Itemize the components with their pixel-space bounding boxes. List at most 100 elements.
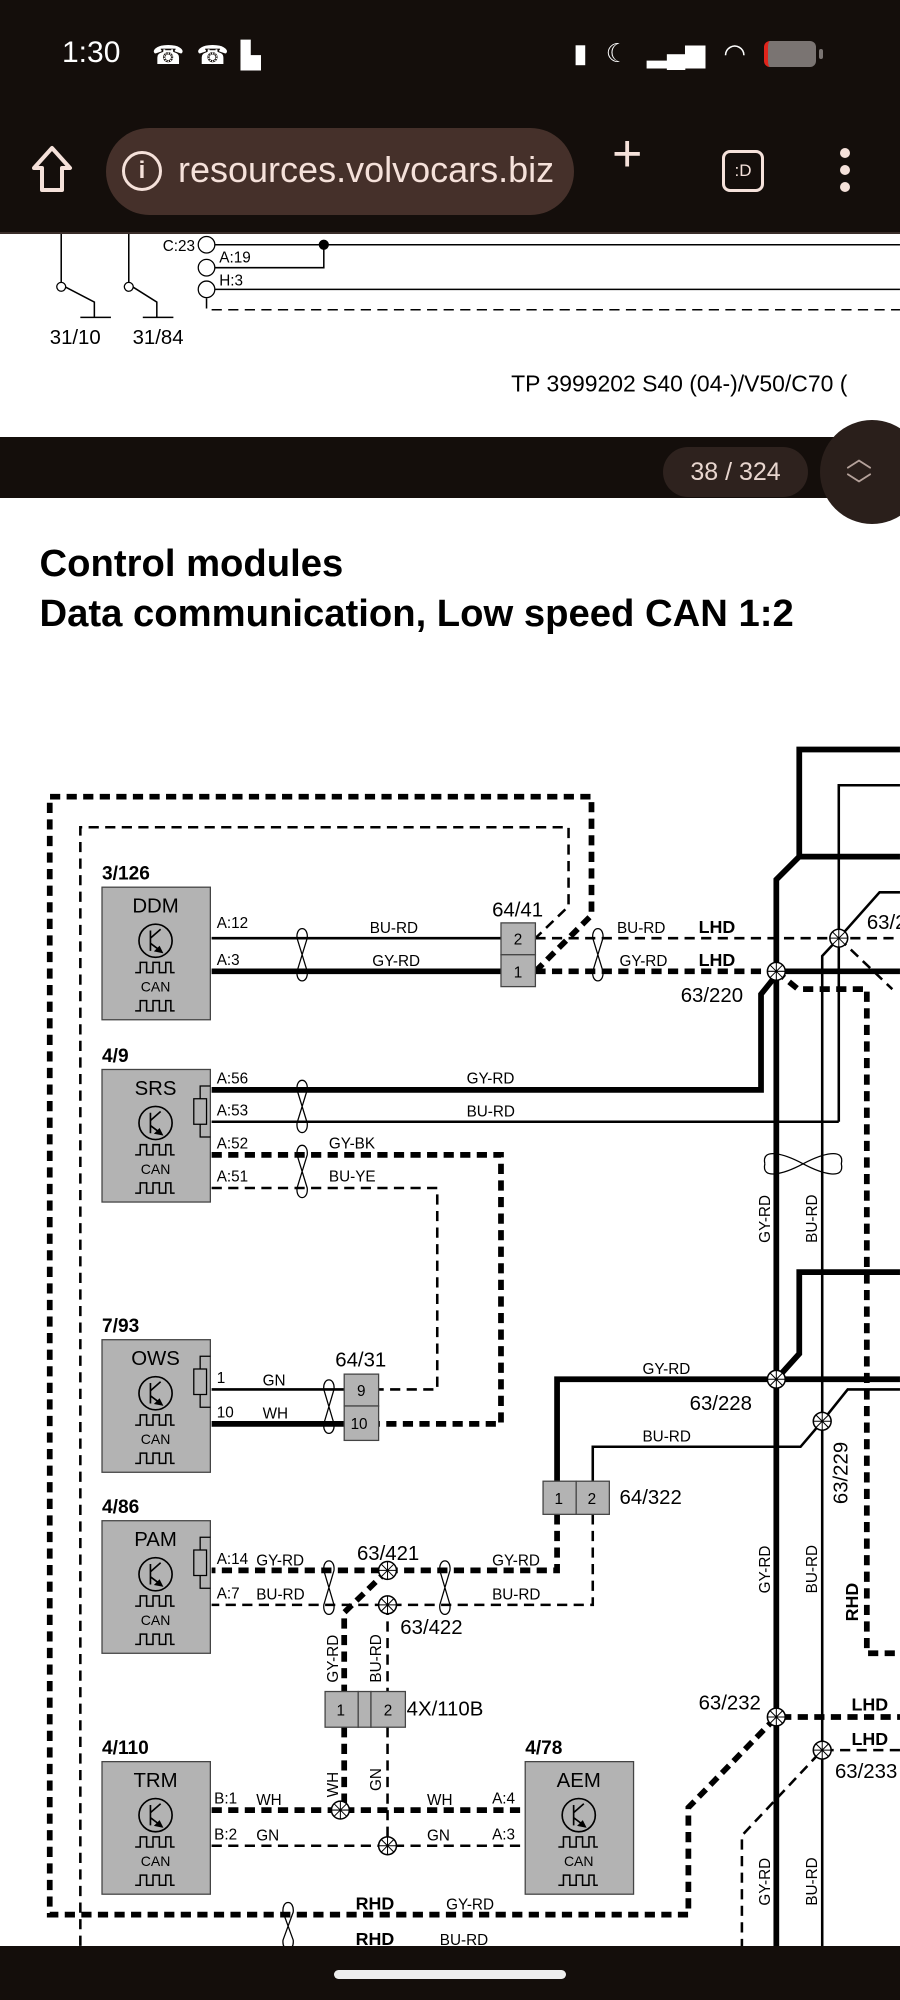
wire-label: BU-YE <box>329 1169 376 1186</box>
splice-label-vertical: 63/229 <box>831 1442 853 1504</box>
wire-label: GN <box>427 1828 450 1845</box>
connector-4x-110b <box>324 1690 407 1728</box>
splice-point <box>812 1411 832 1431</box>
rhd-gy-rd-drop <box>774 969 900 1657</box>
square-wave-icon <box>135 1836 175 1848</box>
lhd-label: LHD <box>699 950 736 970</box>
module-ref: 4/110 <box>102 1738 149 1759</box>
twisted-pair-markers <box>282 928 843 1951</box>
pin-label: A:51 <box>217 1169 248 1186</box>
tab-switcher-button[interactable]: :D <box>722 150 764 192</box>
wire-label: GY-RD <box>642 1361 690 1378</box>
module-ref: 7/93 <box>102 1316 139 1337</box>
splice-point <box>766 1707 787 1727</box>
connector-pin: 2 <box>384 1703 393 1720</box>
square-wave-icon <box>558 1836 598 1848</box>
wire-label: GY-RD <box>256 1552 304 1569</box>
square-wave-icon <box>135 1182 175 1194</box>
pin-label: A:7 <box>217 1585 240 1602</box>
pin-label: A:52 <box>217 1136 248 1153</box>
can-label: CAN <box>141 1431 171 1447</box>
module-ref: 4/86 <box>102 1497 139 1518</box>
srs-gy-bk <box>211 1152 504 1427</box>
can-label: CAN <box>564 1853 594 1869</box>
connector-pin: 1 <box>337 1703 346 1720</box>
twisted-pair-marker <box>296 928 308 982</box>
twisted-pair-marker <box>323 1379 335 1435</box>
srs-gy-rd <box>211 973 779 1093</box>
connector-64-41 <box>500 922 537 988</box>
connector-label: 64/41 <box>492 900 543 922</box>
wire-label: GY-BK <box>329 1136 376 1153</box>
wire-label-vertical: GY-RD <box>757 1546 774 1594</box>
square-wave-icon <box>135 999 175 1012</box>
pin-label: A:56 <box>217 1070 248 1087</box>
wire-label-vertical: BU-RD <box>804 1194 821 1242</box>
pin-label: A:53 <box>217 1102 248 1119</box>
pin-label: A:3 <box>217 952 240 969</box>
wire-label: GY-RD <box>492 1552 540 1569</box>
more-menu-icon[interactable] <box>838 148 852 199</box>
ground-switch-31-10 <box>60 233 111 319</box>
wire-label: BU-RD <box>370 920 418 937</box>
pin-label: B:1 <box>214 1791 237 1808</box>
url-text[interactable]: resources.volvocars.biz <box>178 149 555 190</box>
wire-label-vertical: GN <box>368 1768 385 1791</box>
bus-gy-rd-top <box>796 746 900 857</box>
splice-point <box>766 961 787 982</box>
wire-label: BU-RD <box>467 1104 515 1121</box>
home-gesture-handle[interactable] <box>334 1970 566 1979</box>
address-bar[interactable]: i resources.volvocars.biz <box>106 128 574 215</box>
wire-label: WH <box>263 1406 288 1423</box>
pin-label: A:14 <box>217 1551 249 1568</box>
ground-label: 31/10 <box>50 327 101 349</box>
splice-point <box>766 1369 787 1389</box>
connector-pin: 2 <box>588 1491 597 1508</box>
wifi-icon: ◠ <box>723 38 746 68</box>
wire-label-vertical: GY-RD <box>325 1635 342 1683</box>
wires <box>46 746 900 2000</box>
page-scroll-handle[interactable]: ︿ ﹀ <box>820 420 900 524</box>
splice-point <box>377 1595 398 1615</box>
home-icon[interactable] <box>30 144 74 194</box>
resistor-icon <box>193 1355 211 1408</box>
do-not-disturb-moon-icon: ☾ <box>605 38 629 68</box>
site-info-icon[interactable]: i <box>122 151 162 191</box>
harness-dashed <box>205 298 900 311</box>
twisted-pair-marker <box>296 1079 308 1134</box>
pin-label: 1 <box>217 1370 225 1387</box>
twisted-pair-marker <box>439 1560 451 1616</box>
battery-low-icon <box>764 40 823 67</box>
pin-label: A:19 <box>219 250 250 267</box>
connector-pin: 9 <box>357 1383 365 1400</box>
rhd-label: RHD <box>356 1893 395 1913</box>
connectors <box>324 922 610 1728</box>
prev-page-fragment: C:23 A:19 H:3 31/10 31/84 TP 3999202 S40… <box>50 233 900 396</box>
lhd-label: LHD <box>852 1695 889 1715</box>
square-wave-icon <box>135 1143 175 1156</box>
lhd-label: LHD <box>852 1729 889 1749</box>
square-wave-icon <box>135 1414 175 1426</box>
square-wave-icon <box>135 1874 175 1887</box>
wire-label: BU-RD <box>440 1932 488 1949</box>
module-name: AEM <box>557 1770 601 1792</box>
vibrate-icon: ▮ <box>573 38 588 68</box>
bus-bu-rd-lower <box>591 1388 900 1482</box>
wire-label: WH <box>256 1792 281 1809</box>
splice-label: 63/220 <box>681 985 743 1007</box>
missed-call-icon: ☎ <box>196 40 241 70</box>
new-tab-icon[interactable]: + <box>612 125 643 183</box>
clock: 1:30 <box>62 36 121 69</box>
connector-pin: 1 <box>514 965 523 982</box>
prev-page-footer: TP 3999202 S40 (04-)/V50/C70 ( <box>511 370 848 396</box>
pam-bu-rd <box>211 1514 595 1607</box>
transistor-icon <box>138 1105 173 1141</box>
square-wave-icon <box>135 1452 175 1465</box>
rhd-label-vertical: RHD <box>842 1583 862 1622</box>
wire-label: BU-RD <box>642 1429 690 1446</box>
resistor-icon <box>193 1085 211 1138</box>
wire-label-vertical: GY-RD <box>757 1195 774 1243</box>
